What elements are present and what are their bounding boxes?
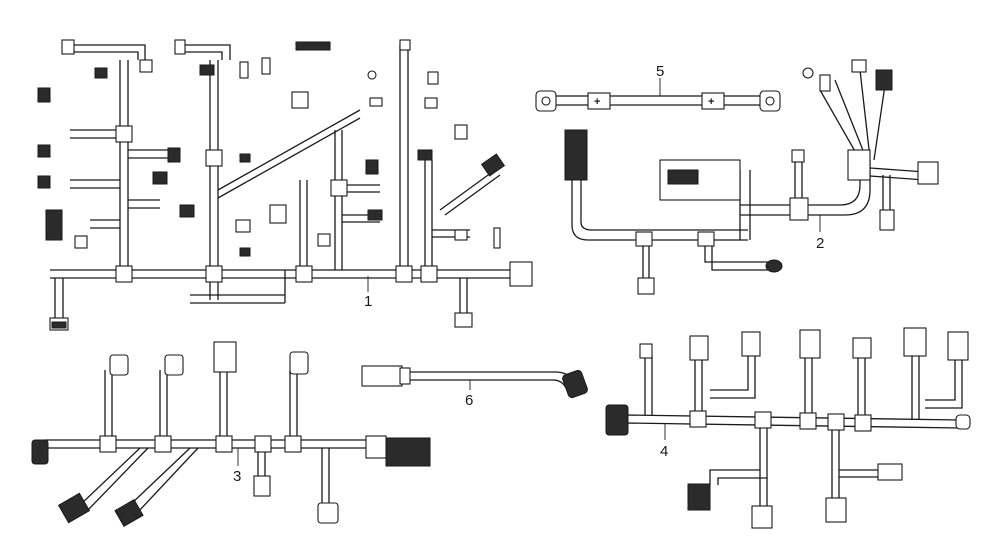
harness-3: 3 <box>31 341 431 527</box>
positive-terminal-symbol-1: + <box>594 96 600 108</box>
harness-6: 6 <box>361 365 588 409</box>
callout-4: 4 <box>660 443 668 460</box>
harness-2: 2 <box>564 59 939 295</box>
harness-1: 1 <box>37 39 533 331</box>
callout-5: 5 <box>656 63 664 80</box>
harness-5: + + 5 <box>535 63 781 112</box>
callout-6: 6 <box>465 392 473 409</box>
callout-2: 2 <box>816 235 824 252</box>
harness-4: 4 <box>605 327 971 529</box>
callout-3: 3 <box>233 468 241 485</box>
positive-terminal-symbol-2: + <box>708 96 714 108</box>
callout-1: 1 <box>364 293 372 310</box>
